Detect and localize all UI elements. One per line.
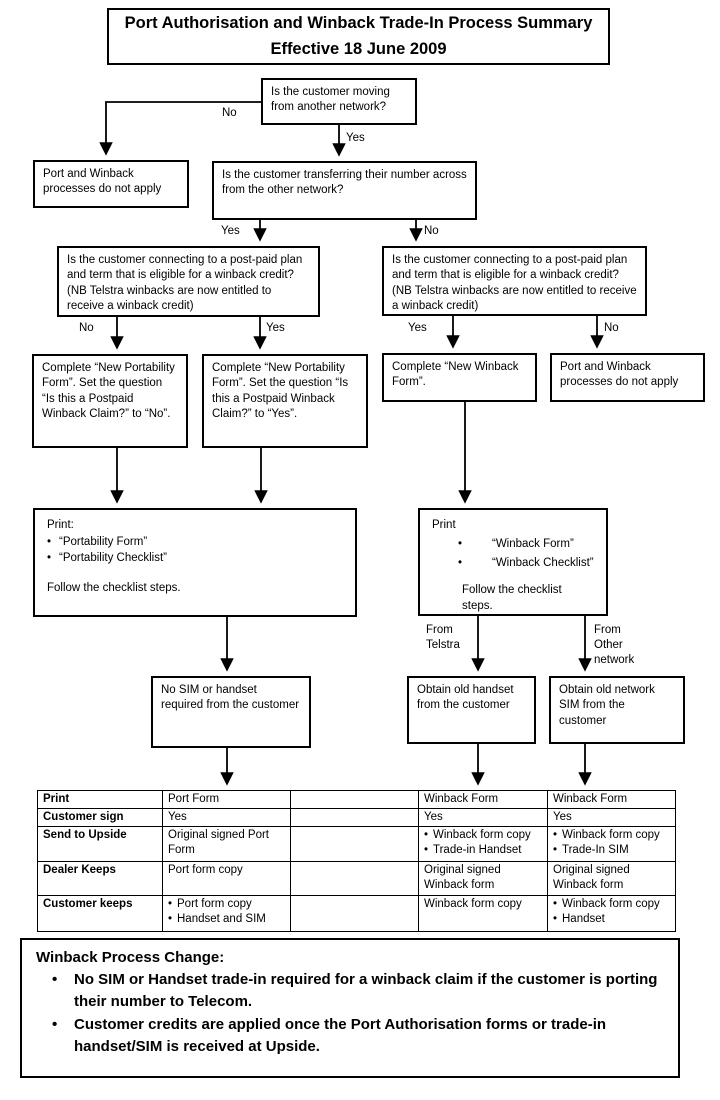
flow-arrow (99, 101, 261, 156)
print-portability-title: Print: (47, 519, 74, 531)
table-cell: Original signed Port Form (162, 825, 291, 862)
decision-eligible-left-text: Is the customer connecting to a post-pai… (67, 254, 303, 313)
table-cell: •Winback form copy•Handset (547, 894, 676, 932)
step-print-portability: Print: •“Portability Form”•“Portability … (33, 508, 357, 617)
bullet-icon: • (458, 538, 463, 551)
edge-label-yes-3: Yes (266, 322, 285, 334)
table-row-header: Customer keeps (37, 894, 163, 932)
table-row-header: Print (37, 790, 163, 809)
bullet-icon: • (553, 912, 558, 925)
terminal-right-text: Port and Winback processes do not apply (560, 361, 679, 389)
table-row-header: Customer sign (37, 807, 163, 827)
bullet-icon: • (424, 828, 429, 841)
table-cell: Port form copy (162, 860, 291, 896)
step-complete-portability-yes-text: Complete “New Portability Form”. Set the… (212, 362, 349, 421)
step-complete-portability-yes: Complete “New Portability Form”. Set the… (202, 354, 368, 448)
edge-label-no-2: No (424, 225, 439, 237)
terminal-processes-not-apply-right: Port and Winback processes do not apply (550, 353, 705, 402)
table-cell: Original signed Winback form (418, 860, 548, 896)
decision-transferring-text: Is the customer transferring their numbe… (222, 169, 467, 197)
print-winback-bullets: •“Winback Form”•“Winback Checklist” (432, 535, 594, 572)
table-cell (290, 790, 419, 809)
table-row: Print Port Form Winback Form Winback For… (37, 790, 676, 809)
bullet-icon: • (168, 912, 173, 925)
edge-label-no-4: No (604, 322, 619, 334)
table-cell: Winback form copy (418, 894, 548, 932)
note-bullets: •No SIM or Handset trade-in required for… (52, 971, 658, 1055)
note-winback-process-change: Winback Process Change: •No SIM or Hands… (20, 938, 680, 1078)
edge-label-from-other-network: From Other network (594, 624, 635, 666)
bullet-icon: • (424, 843, 429, 856)
edge-label-yes-4: Yes (408, 322, 427, 334)
page-subtitle: Effective 18 June 2009 (270, 39, 447, 58)
step-print-winback: Print •“Winback Form”•“Winback Checklist… (418, 508, 608, 616)
table-row: Customer sign Yes Yes Yes (37, 807, 676, 827)
table-row-header: Send to Upside (37, 825, 163, 862)
note-heading: Winback Process Change: (36, 949, 225, 966)
bullet-icon: • (553, 897, 558, 910)
table-row: Send to Upside Original signed Port Form… (37, 825, 676, 862)
edge-label-no-1: No (222, 107, 237, 119)
table-cell: •Winback form copy•Trade-In SIM (547, 825, 676, 862)
decision-eligible-right-text: Is the customer connecting to a post-pai… (392, 254, 637, 313)
table-cell (290, 825, 419, 862)
table-cell: •Port form copy•Handset and SIM (162, 894, 291, 932)
edge-label-yes-2: Yes (221, 225, 240, 237)
edge-label-from-telstra: From Telstra (426, 624, 460, 651)
edge-label-no-3: No (79, 322, 94, 334)
table-cell (290, 860, 419, 896)
bullet-icon: • (52, 1015, 58, 1033)
step-complete-portability-no: Complete “New Portability Form”. Set the… (32, 354, 188, 448)
table-cell: •Winback form copy•Trade-in Handset (418, 825, 548, 862)
print-winback-title: Print (432, 519, 456, 531)
print-portability-bullets: •“Portability Form”•“Portability Checkli… (47, 535, 343, 566)
step-obtain-handset-text: Obtain old handset from the customer (417, 684, 514, 712)
step-complete-portability-no-text: Complete “New Portability Form”. Set the… (42, 362, 175, 421)
step-obtain-sim-text: Obtain old network SIM from the customer (559, 684, 655, 727)
edge-label-yes-1: Yes (346, 132, 365, 144)
bullet-icon: • (458, 556, 463, 569)
summary-table: Print Port Form Winback Form Winback For… (37, 790, 676, 932)
bullet-icon: • (553, 828, 558, 841)
step-no-sim-text: No SIM or handset required from the cust… (161, 684, 300, 712)
title-box: Port Authorisation and Winback Trade-In … (107, 8, 610, 65)
table-cell: Winback Form (547, 790, 676, 809)
bullet-icon: • (553, 843, 558, 856)
table-cell: Yes (418, 807, 548, 827)
bullet-icon: • (52, 971, 58, 989)
step-obtain-old-network-sim: Obtain old network SIM from the customer (549, 676, 685, 744)
decision-transferring-number: Is the customer transferring their numbe… (212, 161, 477, 220)
bullet-icon: • (47, 536, 52, 549)
step-obtain-old-handset: Obtain old handset from the customer (407, 676, 536, 744)
print-portability-footer: Follow the checklist steps. (47, 582, 181, 595)
table-cell: Original signed Winback form (547, 860, 676, 896)
table-row: Dealer Keeps Port form copy Original sig… (37, 860, 676, 896)
step-no-sim-required: No SIM or handset required from the cust… (151, 676, 311, 748)
page-title: Port Authorisation and Winback Trade-In … (124, 13, 593, 32)
table-cell: Winback Form (418, 790, 548, 809)
decision-postpaid-eligible-left: Is the customer connecting to a post-pai… (57, 246, 320, 317)
print-winback-footer: Follow the checklist steps. (462, 584, 562, 612)
step-complete-winback-form: Complete “New Winback Form”. (382, 353, 537, 402)
table-cell (290, 807, 419, 827)
table-cell (290, 894, 419, 932)
table-cell: Yes (547, 807, 676, 827)
table-cell: Yes (162, 807, 291, 827)
decision-moving-network: Is the customer moving from another netw… (261, 78, 417, 125)
table-cell: Port Form (162, 790, 291, 809)
terminal-left-text: Port and Winback processes do not apply (43, 168, 162, 196)
terminal-processes-not-apply-left: Port and Winback processes do not apply (33, 160, 189, 208)
bullet-icon: • (168, 897, 173, 910)
bullet-icon: • (47, 551, 52, 564)
table-row: Customer keeps •Port form copy•Handset a… (37, 894, 676, 932)
decision-moving-network-text: Is the customer moving from another netw… (271, 86, 390, 114)
step-complete-winback-text: Complete “New Winback Form”. (392, 361, 519, 389)
decision-postpaid-eligible-right: Is the customer connecting to a post-pai… (382, 246, 647, 316)
table-row-header: Dealer Keeps (37, 860, 163, 896)
